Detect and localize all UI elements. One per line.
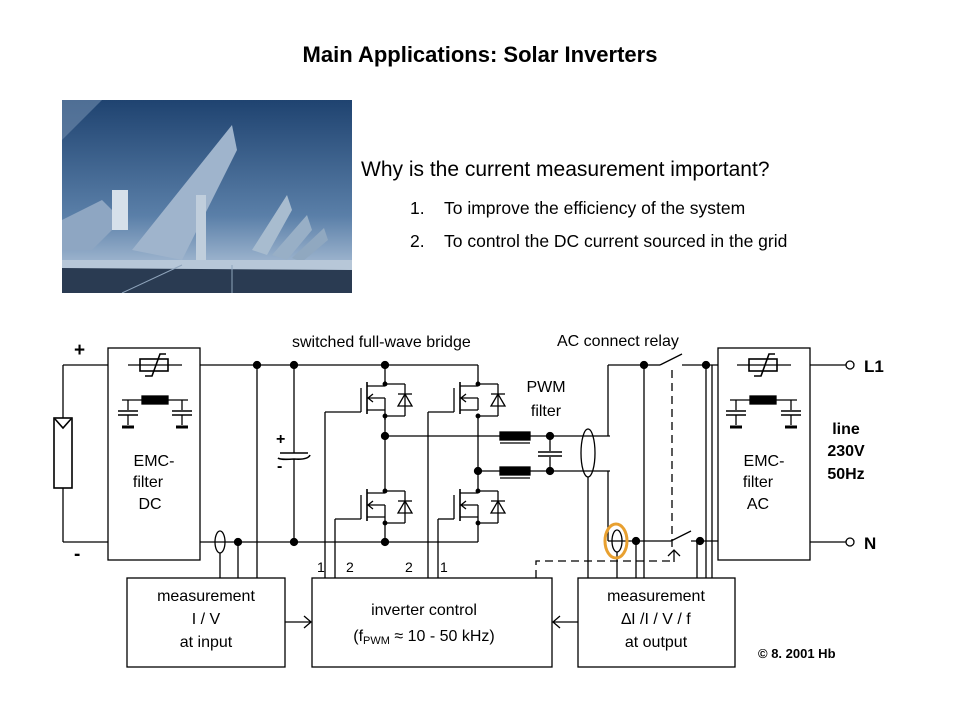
meas-input-line2: I / V [192, 611, 221, 628]
cap-plus-label: + [276, 431, 285, 448]
reason-item: 2. To control the DC current sourced in … [410, 229, 787, 262]
reasons-list: 1. To improve the efficiency of the syst… [410, 196, 787, 262]
emc-dc-label-line2: filter [133, 474, 164, 491]
output-to-control-arrow [552, 615, 578, 629]
cap-minus-label: - [277, 458, 282, 475]
mosfet-switch [428, 381, 507, 419]
grid-terminals: L1 N line 230V 50Hz [810, 357, 884, 553]
bridge-label: switched full-wave bridge [292, 334, 471, 351]
mosfet-switch [325, 381, 414, 420]
line-label: line [832, 421, 860, 438]
mosfet-switch [438, 488, 507, 526]
gate-label: 1 [317, 559, 325, 575]
reason-item: 1. To improve the efficiency of the syst… [410, 196, 787, 229]
emc-ac-label-line3: AC [747, 496, 769, 513]
pwm-filter [385, 428, 610, 578]
mosfet-switch [335, 488, 414, 526]
pwm-filter-label-line1: PWM [526, 379, 565, 396]
solar-field-image [62, 100, 352, 293]
pwm-filter-label-line2: filter [531, 403, 562, 420]
terminal-n-label: N [864, 534, 876, 553]
inverter-control-frequency: (fPWM ≈ 10 - 50 kHz) [353, 628, 494, 647]
emc-ac-label-line1: EMC- [744, 453, 785, 470]
emc-dc-label-line1: EMC- [134, 453, 175, 470]
meas-output-line1: measurement [607, 588, 705, 605]
measurement-output-block: measurement ∆I /I / V / f at output [577, 577, 736, 668]
emc-filter-ac: EMC- filter AC [717, 347, 811, 561]
gate-label: 2 [346, 559, 354, 575]
ac-wiring [535, 353, 718, 578]
emc-dc-label-line3: DC [138, 496, 161, 513]
slide-title: Main Applications: Solar Inverters [302, 42, 658, 67]
reason-text: To control the DC current sourced in the… [444, 231, 788, 251]
reason-text: To improve the efficiency of the system [444, 198, 746, 218]
meas-input-line3: at input [180, 634, 233, 651]
line-voltage-label: 230V [827, 443, 865, 460]
relay-label: AC connect relay [557, 333, 679, 350]
dc-minus-label: - [74, 544, 80, 565]
gate-label: 2 [405, 559, 413, 575]
input-to-control-arrow [285, 615, 312, 629]
solar-panel-symbol [53, 364, 108, 543]
measurement-input-block: measurement I / V at input [126, 577, 286, 668]
question-text: Why is the current measurement important… [361, 158, 770, 181]
inverter-control-title: inverter control [371, 602, 477, 619]
gate-label: 1 [440, 559, 448, 575]
copyright-label: © 8. 2001 Hb [758, 646, 836, 661]
highlight-ring [603, 522, 629, 560]
emc-ac-label-line2: filter [743, 474, 774, 491]
terminal-l1-label: L1 [864, 357, 884, 376]
dc-plus-label: + [74, 340, 85, 361]
inverter-control-block: inverter control (fPWM ≈ 10 - 50 kHz) [311, 577, 553, 668]
reason-number: 2. [410, 231, 425, 251]
full-wave-bridge: 1 2 2 1 [317, 360, 507, 578]
dc-bus: + - [200, 360, 478, 578]
meas-output-line3: at output [625, 634, 688, 651]
line-frequency-label: 50Hz [827, 466, 864, 483]
reason-number: 1. [410, 198, 425, 218]
solar-field-photo [62, 100, 352, 293]
emc-filter-dc: EMC- filter DC [107, 347, 201, 561]
meas-input-line1: measurement [157, 588, 255, 605]
meas-output-line2: ∆I /I / V / f [621, 611, 691, 628]
